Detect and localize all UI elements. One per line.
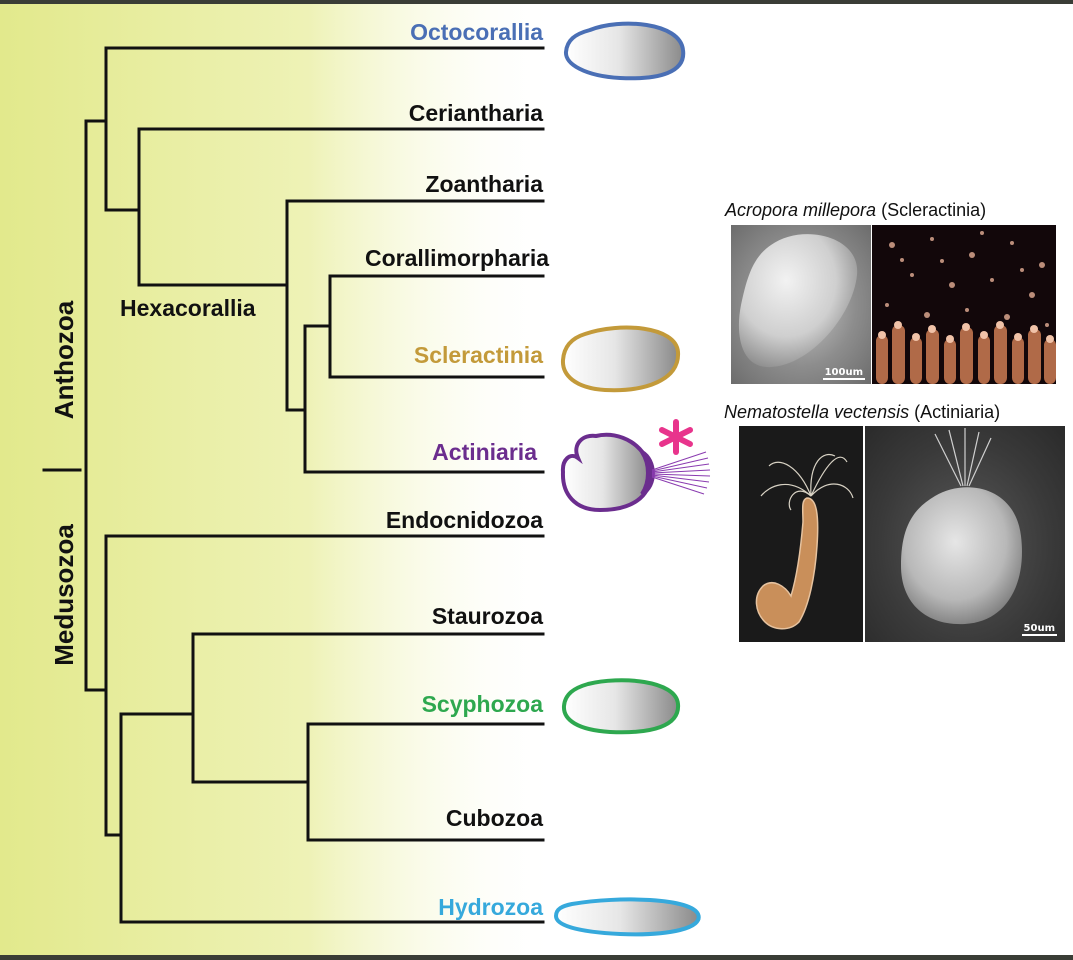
group-label-hexacorallia: Hexacorallia bbox=[120, 295, 256, 321]
caption-nematostella-group: (Actiniaria) bbox=[914, 402, 1001, 422]
asterisk-icon bbox=[659, 419, 693, 455]
apical-organ-icon bbox=[640, 450, 655, 496]
scale-bar-acropora: 100um bbox=[822, 367, 865, 380]
larva-icon-octocorallia bbox=[564, 21, 686, 81]
caption-nematostella-species: Nematostella vectensis bbox=[724, 402, 910, 422]
bottom-border bbox=[0, 955, 1073, 960]
acropora-sem-photo: 100um bbox=[731, 225, 871, 384]
larva-icon-scleractinia bbox=[560, 325, 681, 393]
taxon-scleractinia: Scleractinia bbox=[414, 342, 543, 368]
larva-icon-scyphozoa bbox=[562, 678, 681, 735]
caption-acropora-group: (Scleractinia) bbox=[881, 200, 987, 220]
taxon-corallimorpharia: Corallimorpharia bbox=[365, 245, 549, 271]
caption-acropora-species: Acropora millepora bbox=[725, 200, 877, 220]
caption-nematostella: Nematostella vectensis (Actiniaria) bbox=[724, 402, 1000, 423]
taxon-staurozoa: Staurozoa bbox=[432, 603, 543, 629]
group-label-medusozoa: Medusozoa bbox=[49, 524, 79, 666]
larva-icon-actiniaria bbox=[560, 432, 653, 513]
acropora-spawning-photo bbox=[872, 225, 1056, 384]
taxon-octocorallia: Octocorallia bbox=[410, 19, 543, 45]
taxon-hydrozoa: Hydrozoa bbox=[438, 894, 543, 920]
group-label-anthozoa: Anthozoa bbox=[49, 300, 79, 419]
taxon-actiniaria: Actiniaria bbox=[432, 439, 537, 465]
taxon-ceriantharia: Ceriantharia bbox=[409, 100, 543, 126]
nematostella-polyp-photo bbox=[739, 426, 863, 642]
larva-icon-hydrozoa bbox=[553, 897, 701, 937]
scale-bar-nematostella: 50um bbox=[1021, 623, 1057, 636]
nematostella-sem-photo: 50um bbox=[865, 426, 1065, 642]
caption-acropora: Acropora millepora (Scleractinia) bbox=[725, 200, 986, 221]
top-border bbox=[0, 0, 1073, 4]
background-band bbox=[0, 0, 560, 960]
apical-tuft-icon bbox=[651, 451, 711, 495]
tree-branches bbox=[42, 46, 545, 924]
taxon-scyphozoa: Scyphozoa bbox=[422, 691, 544, 717]
taxon-cubozoa: Cubozoa bbox=[446, 805, 543, 831]
taxon-endocnidozoa: Endocnidozoa bbox=[386, 507, 543, 533]
taxon-zoantharia: Zoantharia bbox=[425, 171, 543, 197]
